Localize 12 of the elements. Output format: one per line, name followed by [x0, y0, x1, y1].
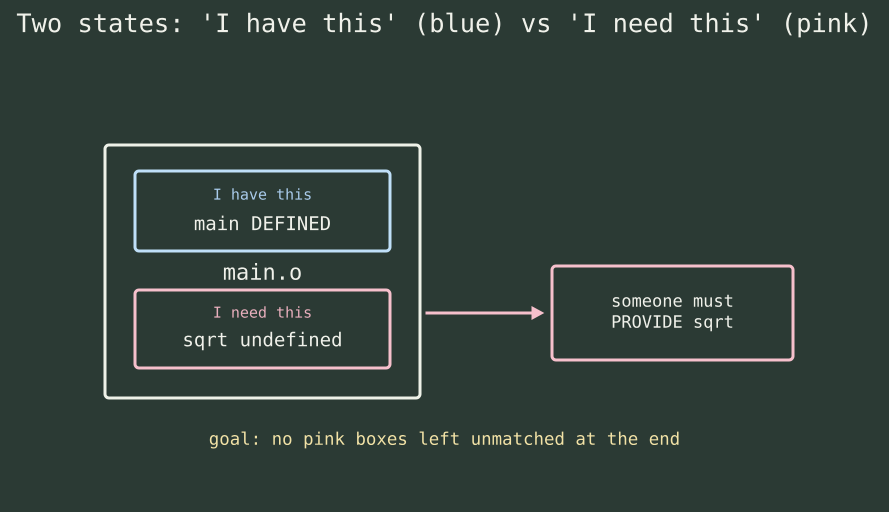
- state-tag: I need this: [214, 306, 311, 318]
- symbol-box: [134, 170, 392, 252]
- object-file-box: [104, 144, 422, 400]
- symbol-entry: main DEFINED: [194, 216, 330, 230]
- title: Two states: 'I have this' (blue) vs 'I need this' (pink): [16, 12, 868, 38]
- state-tag: I have this: [214, 188, 311, 200]
- goal-note: goal: no pink boxes left unmatched at the end: [210, 431, 679, 449]
- symbol-entry: sqrt undefined: [184, 332, 341, 350]
- symbol-box: [134, 288, 392, 370]
- request-box: [550, 264, 794, 362]
- box-title: main.o: [224, 263, 301, 280]
- box-text: someone must PROVIDE sqrt: [612, 294, 732, 332]
